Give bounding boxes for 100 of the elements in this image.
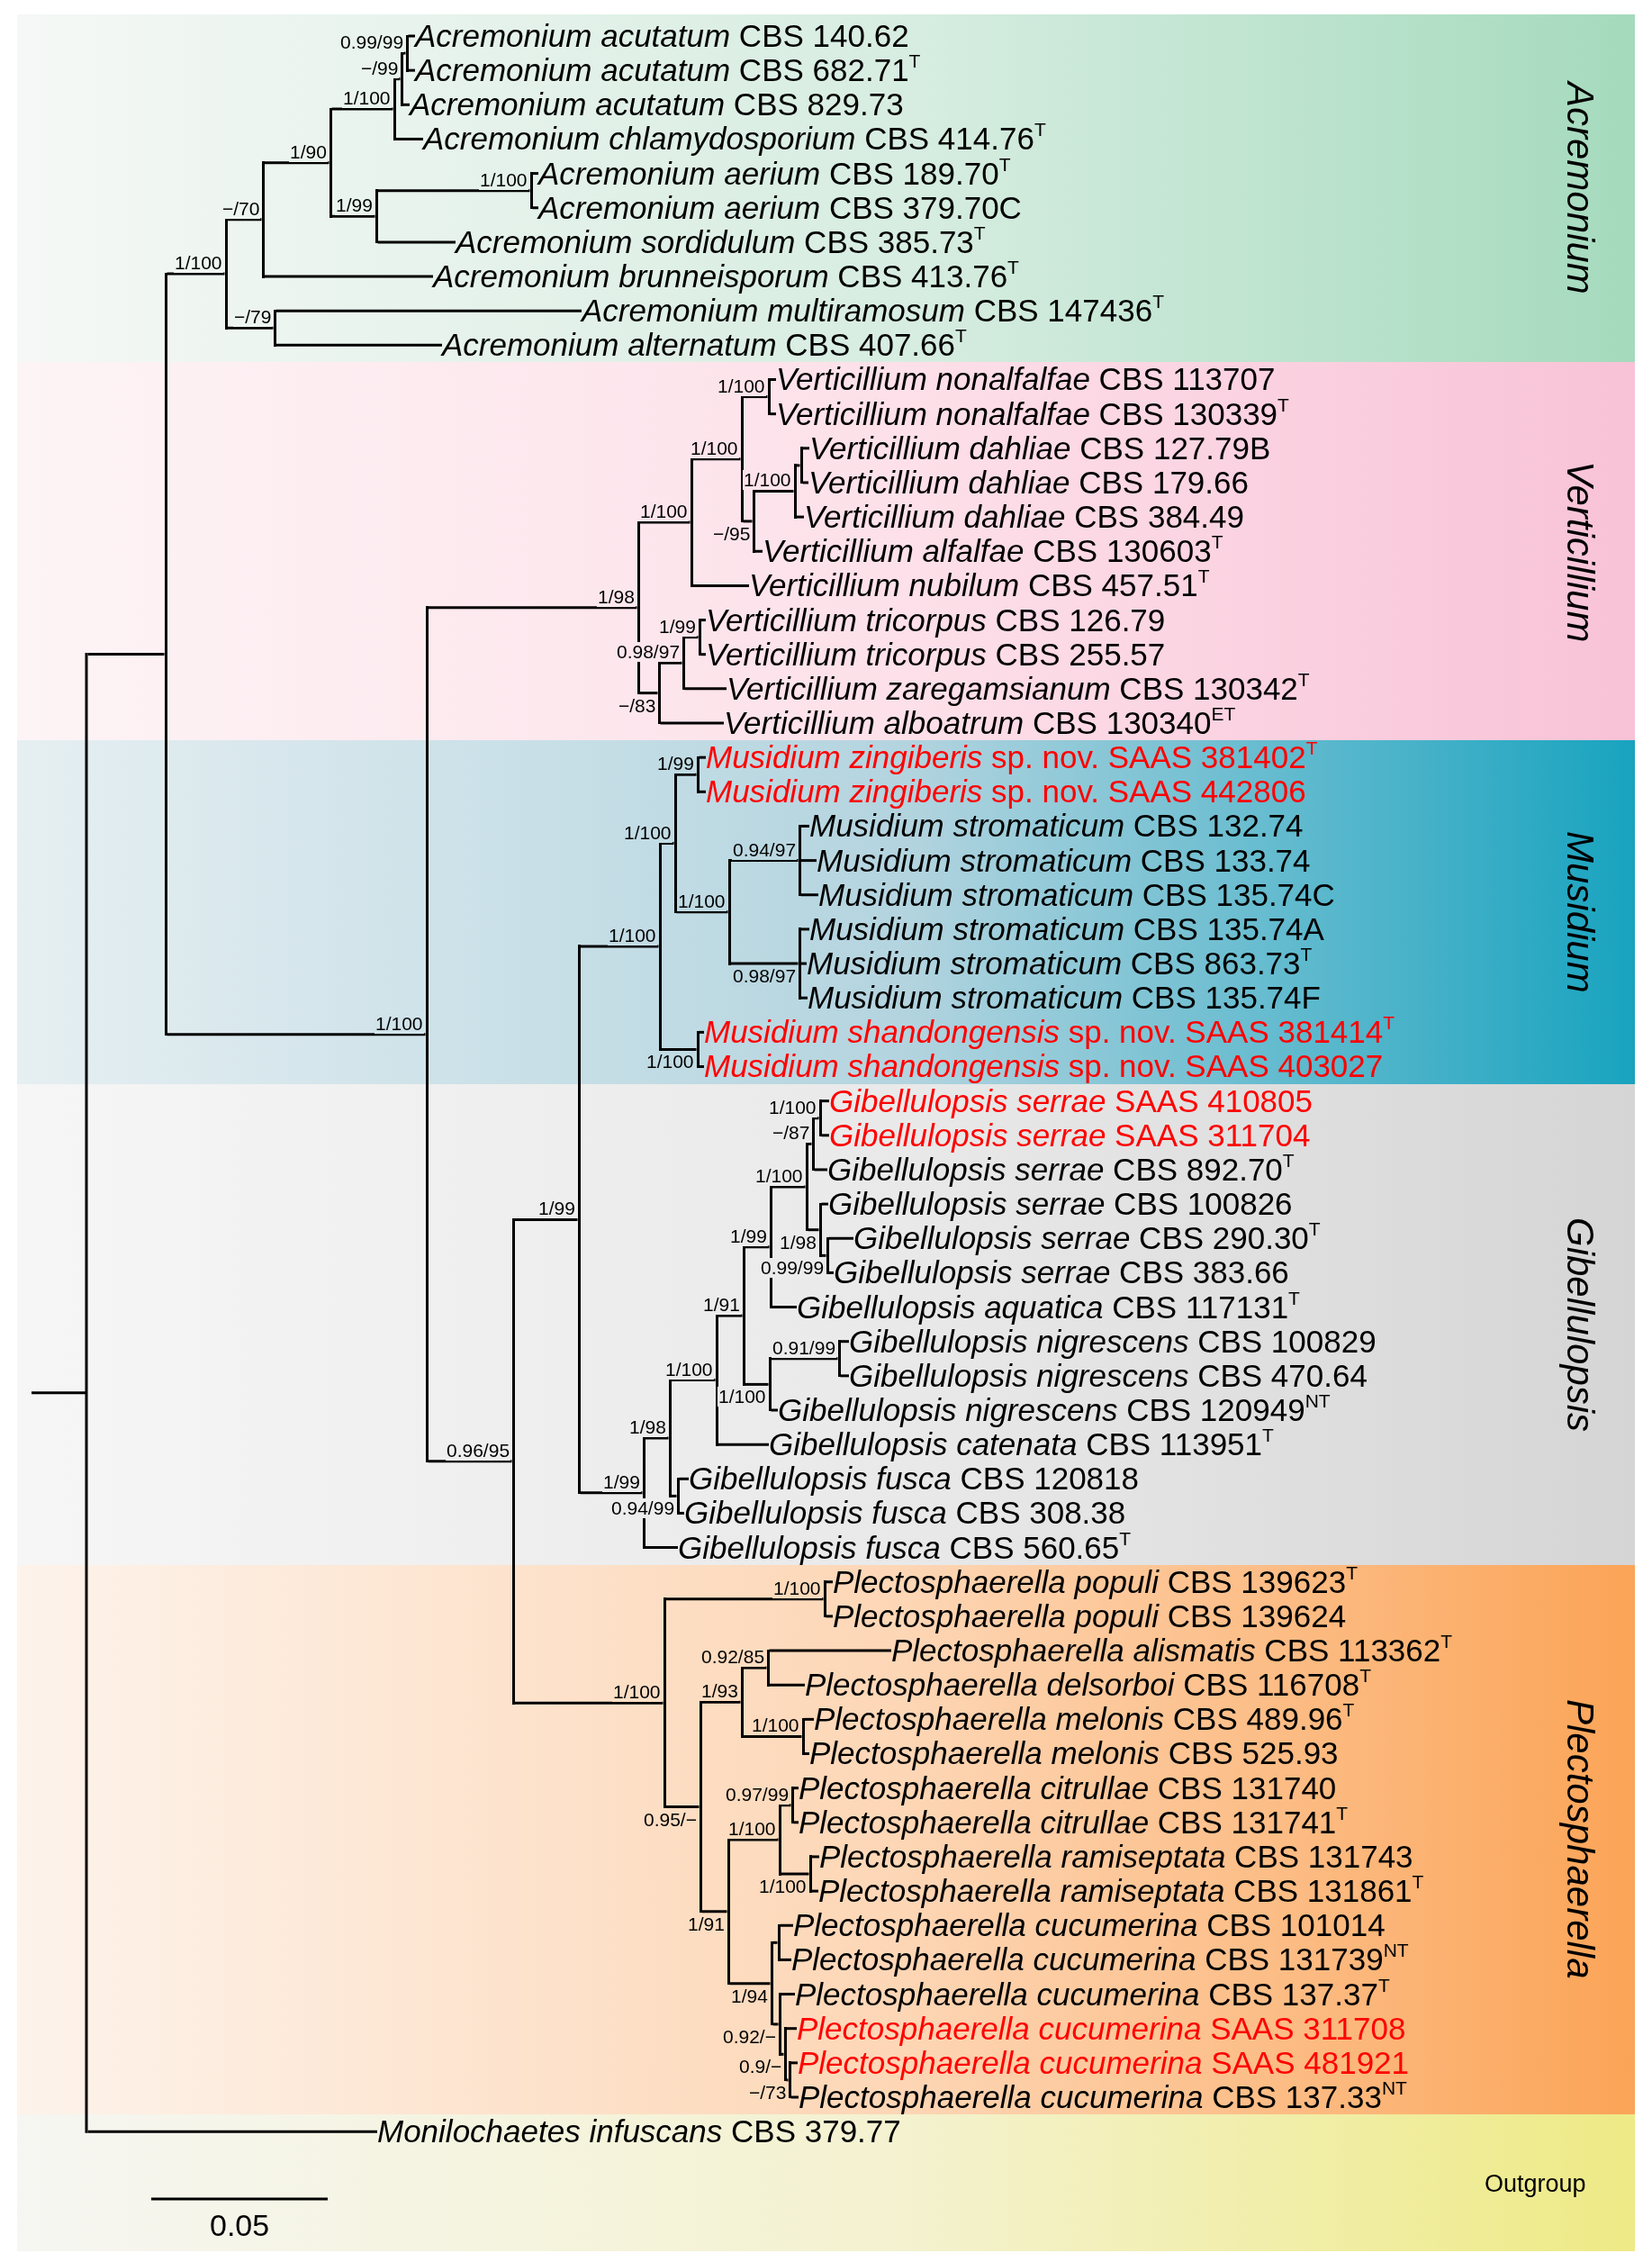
branch-line [718,1314,743,1317]
branch-line [580,945,659,948]
node-line [798,927,801,1000]
branch-line [808,1142,812,1145]
branch-line [377,240,456,244]
taxon-label: Musidium stromaticum CBS 135.74C [818,878,1338,911]
branch-line [699,1065,704,1068]
branch-line [639,520,691,524]
branch-line [700,619,706,622]
taxon-label: Acremonium brunneisporum CBS 413.76$^{T}$ [433,260,1022,294]
branch-line [729,1838,779,1841]
taxon-label: Plectosphaerella cucumerina SAAS 311708 [797,2012,1409,2045]
taxon-label: Monilochaetes infuscans CBS 379.77 [377,2115,904,2149]
branch-line [676,910,728,914]
clade-name: Plectosphaerella [1559,1699,1601,1979]
taxon-label: Musidium stromaticum CBS 135.74A [809,912,1327,946]
node-line [798,824,801,897]
node-line [393,77,396,140]
branch-line [660,721,724,725]
taxon-label: Verticillium nonalfalfae CBS 130339$^{T}$ [776,397,1292,430]
node-line [425,606,429,1463]
support-value: 0.99/99 [760,1258,826,1279]
branch-line [811,1855,819,1859]
node-line [511,1217,515,1705]
branch-line [428,606,637,610]
node-line [727,859,731,965]
clade-name: Outgroup [1485,2170,1586,2197]
node-line [823,1580,826,1618]
branch-line [770,378,776,381]
node-line [682,636,685,691]
taxon-label: Gibellulopsis serrae SAAS 311704 [829,1118,1313,1152]
branch-line [828,1236,853,1240]
branch-line [661,1047,697,1051]
branch-line [821,1134,829,1137]
branch-line [660,661,682,665]
branch-line [275,309,582,312]
taxon-label: Musidium zingiberis sp. nov. SAAS 381402$^{T}$ [706,741,1321,774]
branch-line [264,161,329,165]
branch-line [772,1185,806,1189]
branch-line [800,824,809,828]
branch-line [743,520,753,523]
taxon-label: Gibellulopsis aquatica CBS 117131$^{T}$ [797,1290,1303,1324]
branch-line [701,1700,741,1704]
node-line [752,490,755,553]
taxon-label: Gibellulopsis catenata CBS 113951$^{T}$ [769,1428,1277,1461]
node-line [818,1202,822,1257]
node-line [577,945,581,1495]
node-line [727,1838,730,1986]
support-value: 1/99 [656,754,695,774]
taxon-label: Plectosphaerella ramiseptata CBS 131861$^{T}$ [818,1875,1427,1908]
branch-line [772,1306,797,1309]
branch-line [718,1443,769,1446]
support-value: 1/100 [612,1682,662,1703]
node-line [783,2027,787,2082]
branch-line [754,490,794,493]
scale-bar-value: 0.05 [210,2208,270,2242]
clade-band [17,14,1635,363]
node-line [329,107,332,218]
branch-line [167,1033,426,1036]
branch-line [167,272,225,276]
branch-line [826,1580,833,1584]
branch-line [800,893,818,897]
support-value: 1/100 [342,88,392,109]
taxon-label: Acremonium acutatum CBS 682.71$^{T}$ [415,54,924,87]
taxon-label: Musidium stromaticum CBS 863.73$^{T}$ [807,947,1315,981]
node-line [811,1117,815,1172]
node-line [740,395,744,523]
branch-line [730,962,799,965]
branch-line [514,1217,578,1221]
taxon-label: Verticillium tricorpus CBS 126.79 [706,603,1169,637]
taxon-label: Acremonium acutatum CBS 140.62 [415,20,912,52]
taxon-label: Plectosphaerella populi CBS 139623$^{T}$ [833,1565,1360,1598]
taxon-label: Verticillium tricorpus CBS 255.57 [706,638,1169,671]
node-line [766,1649,770,1687]
node-line [826,1236,829,1274]
taxon-label: Gibellulopsis fusca CBS 308.38 [684,1497,1129,1530]
branch-line [699,1030,704,1034]
node-line [740,1666,744,1738]
branch-line [800,996,808,1000]
node-line [799,447,803,484]
branch-line [804,1752,809,1755]
branch-line [828,1271,834,1274]
clade-band [17,362,1635,741]
taxon-label: Verticillium dahliae CBS 384.49 [804,501,1247,534]
branch-line [800,962,807,965]
taxon-label: Musidium shandongensis sp. nov. SAAS 381414$^{T}$ [704,1016,1398,1049]
branch-line [377,189,530,193]
branch-line [780,1958,791,1961]
support-value: 1/93 [700,1681,739,1702]
taxon-label: Plectosphaerella cucumerina CBS 101014 [793,1909,1388,1942]
taxon-label: Verticillium alfalfae CBS 130603$^{T}$ [763,535,1226,568]
branch-line [743,1734,802,1738]
clade-name: Acremonium [1559,82,1601,294]
branch-line [700,653,706,656]
node-line [375,189,378,244]
taxon-label: Gibellulopsis fusca CBS 560.65$^{T}$ [678,1531,1134,1564]
taxon-label: Plectosphaerella ramiseptata CBS 131743 [819,1840,1416,1873]
taxon-label: Plectosphaerella melonis CBS 525.93 [809,1737,1341,1770]
taxon-label: Gibellulopsis serrae CBS 892.70$^{T}$ [827,1153,1297,1186]
branch-line [699,756,706,759]
